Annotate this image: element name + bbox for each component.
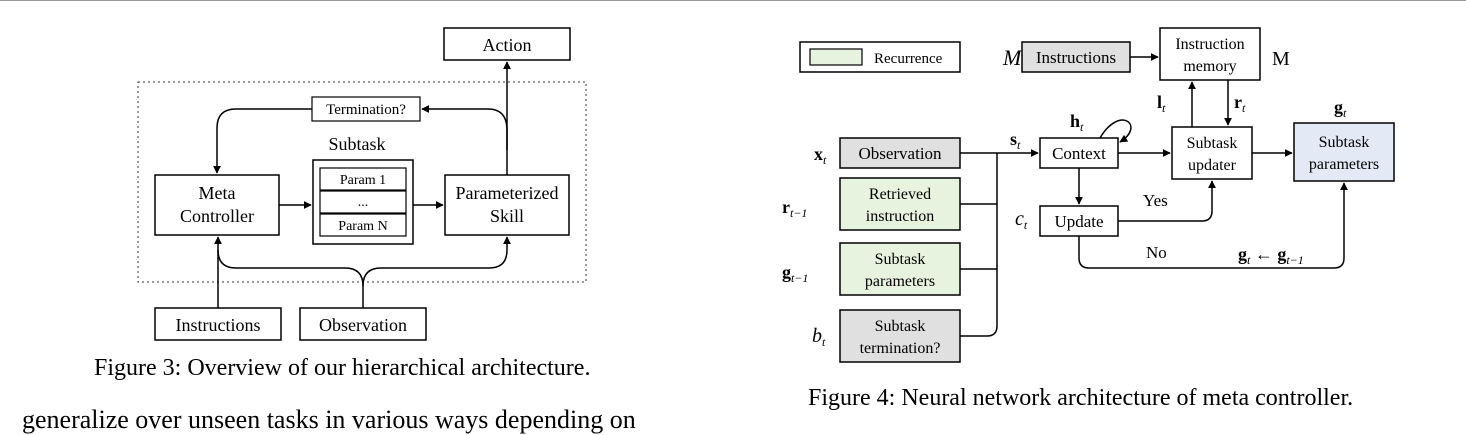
symbol-g-prev: gt−1 [782, 262, 808, 285]
instructions-box-4 [1021, 41, 1131, 73]
instruction-memory-label-2: memory [1183, 58, 1236, 75]
observation-label-4: Observation [858, 144, 942, 163]
line-observation-branch [217, 249, 364, 308]
assignment-label: gt ← gt−1 [1238, 244, 1304, 267]
prev-subtask-parameters-label-2: parameters [865, 273, 935, 290]
context-label: Context [1052, 144, 1106, 163]
symbol-l-t: lt [1157, 92, 1166, 115]
meta-controller-label-2: Controller [180, 206, 254, 226]
instructions-box [154, 307, 282, 341]
symbol-r-prev: rt−1 [782, 197, 807, 220]
parameterized-skill-label-2: Skill [490, 206, 524, 226]
subtask-termination-label-2: termination? [860, 340, 941, 357]
figure-3-diagram: Action Termination? Subtask Meta Control… [137, 27, 587, 341]
retrieved-instruction-label-2: instruction [866, 208, 934, 225]
arrow-update-no-to-params [1078, 182, 1348, 269]
meta-controller-label-1: Meta [199, 183, 236, 203]
subtask-updater-label-2: updater [1188, 157, 1237, 174]
parameterized-skill-box [444, 174, 570, 236]
symbol-m-bold: M [1272, 48, 1290, 70]
param-1-label: Param 1 [340, 173, 386, 188]
update-label: Update [1054, 212, 1103, 231]
action-box [443, 27, 571, 61]
symbol-g-t: gt [1334, 97, 1347, 120]
arrow-termination-to-meta [213, 108, 312, 174]
instruction-memory-label-1: Instruction [1175, 36, 1244, 53]
yes-label: Yes [1143, 191, 1168, 210]
legend-swatch [809, 48, 863, 66]
retrieved-instruction-label-1: Retrieved [869, 186, 931, 203]
legend-label: Recurrence [874, 51, 943, 67]
subtask-parameters-box [1293, 122, 1395, 182]
subtask-label: Subtask [328, 134, 385, 154]
subtask-parameters-label-2: parameters [1309, 156, 1379, 173]
recurrence-loop [1099, 119, 1132, 143]
termination-label: Termination? [326, 102, 406, 118]
symbol-b-t: bt [812, 325, 826, 349]
param-1-box [319, 167, 407, 191]
symbol-h-t: ht [1070, 111, 1084, 134]
arrow-skill-to-termination [421, 105, 508, 150]
subtask-termination-label-1: Subtask [875, 318, 926, 335]
param-n-label: Param N [338, 219, 387, 234]
arrow-update-yes-to-updater [1118, 180, 1216, 222]
context-box [1039, 137, 1119, 169]
observation-box [299, 307, 427, 341]
subtask-termination-box [839, 309, 961, 363]
subtask-parameters-label-1: Subtask [1319, 134, 1370, 151]
retrieved-instruction-box [839, 177, 961, 231]
prev-subtask-parameters-label-1: Subtask [875, 251, 926, 268]
parameterized-skill-label-1: Parameterized [456, 183, 559, 203]
arrow-observation-to-skill [362, 236, 511, 287]
meta-controller-box [154, 174, 280, 236]
figure-3-caption: Figure 3: Overview of our hierarchical a… [94, 355, 591, 381]
instructions-label-4: Instructions [1036, 48, 1116, 67]
figure-4-diagram: Recurrence M Instructions Instruction me… [782, 27, 1395, 363]
param-ellipsis-label: ... [358, 195, 369, 210]
symbol-x-t: xt [814, 144, 827, 167]
param-ellipsis-box [319, 190, 407, 214]
observation-box-4 [839, 137, 961, 169]
no-label: No [1146, 243, 1167, 262]
symbol-m-italic: M [1002, 45, 1023, 70]
figure-4-caption: Figure 4: Neural network architecture of… [808, 385, 1354, 411]
body-text-fragment: generalize over unseen tasks in various … [22, 405, 636, 434]
line-termination-out [960, 153, 998, 337]
action-label: Action [483, 35, 532, 55]
param-n-box [319, 213, 407, 237]
symbol-s-t: st [1010, 129, 1021, 152]
subtask-updater-box [1171, 126, 1253, 180]
subtask-updater-label-1: Subtask [1187, 135, 1238, 152]
prev-subtask-parameters-box [839, 242, 961, 296]
symbol-c-t: ct [1015, 208, 1028, 232]
instructions-label: Instructions [176, 315, 261, 335]
instruction-memory-box [1159, 27, 1261, 81]
observation-label: Observation [319, 315, 407, 335]
symbol-r-t: rt [1234, 92, 1246, 115]
page-top-rule [0, 0, 1466, 1]
